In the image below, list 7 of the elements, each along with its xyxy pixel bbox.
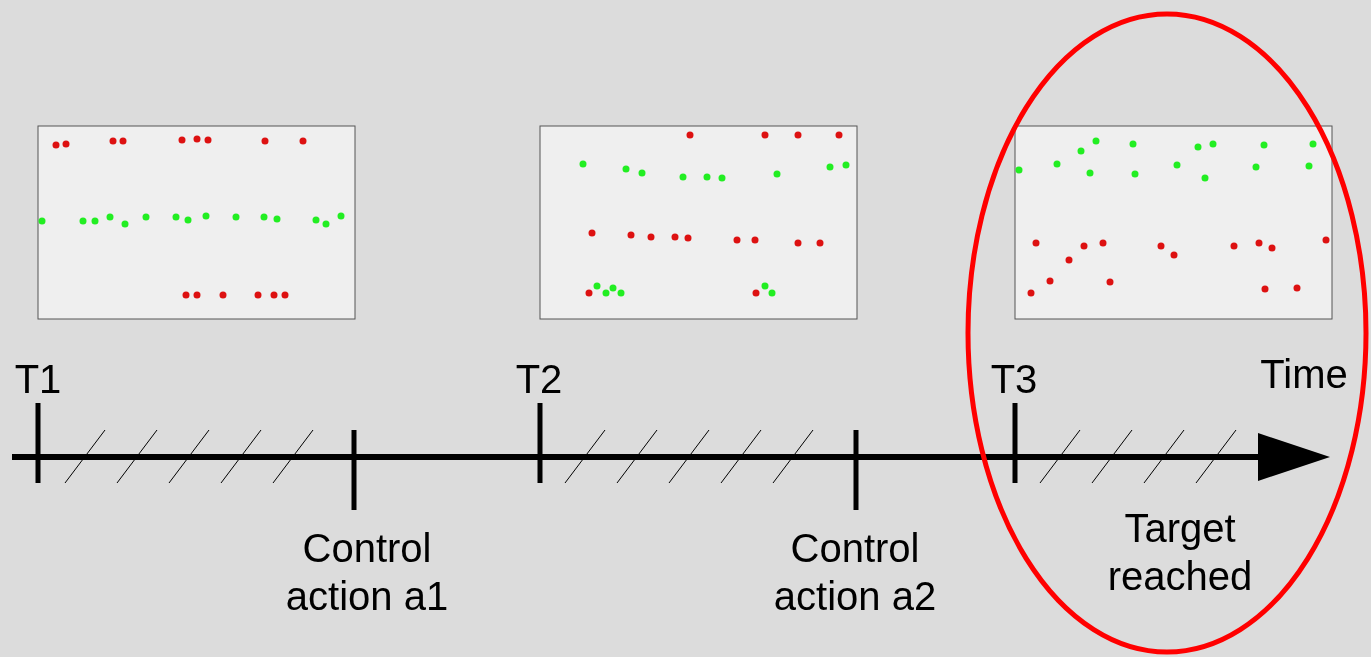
axis-label: Control action a2 — [772, 525, 938, 620]
axis-label: Time — [1259, 351, 1349, 398]
target-label: Target reached — [1106, 505, 1254, 600]
axis-label: T1 — [13, 356, 63, 403]
axis-label: Control action a1 — [284, 525, 450, 620]
axis-label: T2 — [514, 356, 564, 403]
axis-label: T3 — [989, 356, 1039, 403]
